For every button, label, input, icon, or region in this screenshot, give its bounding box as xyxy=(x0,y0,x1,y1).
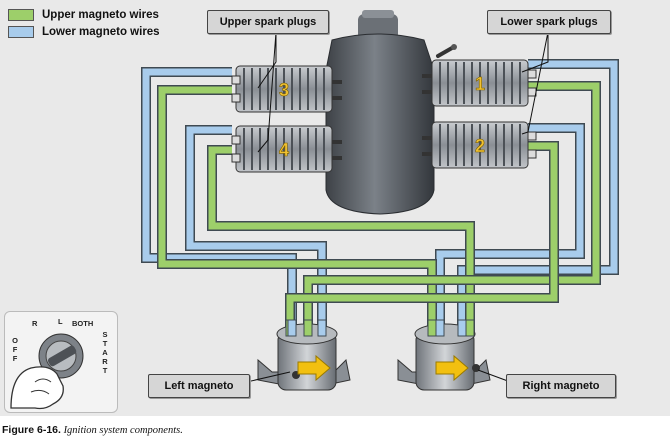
leader-lines xyxy=(237,31,549,385)
cylinder-1-number: 1 xyxy=(475,74,485,94)
caption-text: Ignition system components. xyxy=(63,425,183,436)
upper-wire-cyl4 xyxy=(208,146,474,335)
spark-plug-icon xyxy=(527,87,537,97)
switch-label-off: O F F xyxy=(11,336,19,363)
left-magneto-label: Left magneto xyxy=(148,374,250,398)
ignition-diagram: 3 4 1 2 xyxy=(141,10,619,391)
ignition-switch-panel: O F F R L BOTH S T A R T xyxy=(4,311,118,413)
switch-start-letter: A xyxy=(102,348,108,357)
spark-plug-icon xyxy=(527,69,537,79)
right-magneto-body xyxy=(397,323,491,391)
upper-wire-cyl3 xyxy=(158,86,436,335)
spark-plug-icon xyxy=(527,131,537,141)
spark-plug-icon xyxy=(231,135,241,145)
left-magneto-arrow xyxy=(297,354,331,382)
switch-label-start: S T A R T xyxy=(101,330,109,375)
caption-number: Figure 6-16. xyxy=(2,424,61,436)
figure-caption: Figure 6-16. Ignition system components. xyxy=(2,424,183,436)
cylinder-1: 1 xyxy=(422,59,537,107)
cylinder-2: 2 xyxy=(422,121,537,169)
switch-start-letter: R xyxy=(102,357,108,366)
engine-cylinders: 3 4 1 2 xyxy=(231,59,537,173)
legend-item-upper: Upper magneto wires xyxy=(8,6,160,23)
cylinder-2-number: 2 xyxy=(475,136,485,156)
legend-item-lower: Lower magneto wires xyxy=(8,23,160,40)
lower-wire-cyl1 xyxy=(458,60,618,335)
spark-plug-icon xyxy=(527,149,537,159)
switch-label-l: L xyxy=(58,317,63,326)
switch-start-letter: S xyxy=(102,330,108,339)
ignition-switch-illustration xyxy=(10,333,84,410)
upper-magneto-wires xyxy=(157,81,601,335)
legend-swatch-upper xyxy=(8,8,34,21)
upper-wire-cyl2 xyxy=(286,142,558,335)
magneto-wire-terminals xyxy=(285,319,475,337)
right-magneto-arrow xyxy=(435,354,469,382)
engine-crankcase xyxy=(325,10,457,215)
switch-off-letter: O xyxy=(12,336,18,345)
upper-spark-plugs-label: Upper spark plugs xyxy=(207,10,329,34)
switch-label-both: BOTH xyxy=(72,319,94,328)
legend-label-upper: Upper magneto wires xyxy=(42,8,159,21)
switch-label-r: R xyxy=(32,319,38,328)
cylinder-3: 3 xyxy=(231,65,342,113)
lower-wire-cyl3 xyxy=(142,68,296,335)
switch-start-letter: T xyxy=(102,339,108,348)
spark-plug-icon xyxy=(231,153,241,163)
lower-spark-plugs-label: Lower spark plugs xyxy=(487,10,611,34)
cylinder-3-number: 3 xyxy=(279,80,289,100)
spark-plug-icon xyxy=(231,75,241,85)
cylinder-4: 4 xyxy=(231,125,342,173)
diagram-stage: 3 4 1 2 xyxy=(0,0,670,416)
left-magneto-body xyxy=(257,323,351,391)
cylinder-4-number: 4 xyxy=(279,140,289,160)
switch-start-letter: T xyxy=(102,366,108,375)
legend: Upper magneto wires Lower magneto wires xyxy=(8,6,160,40)
spark-plug-icon xyxy=(231,93,241,103)
legend-label-lower: Lower magneto wires xyxy=(42,25,160,38)
right-magneto-label: Right magneto xyxy=(506,374,616,398)
legend-swatch-lower xyxy=(8,25,34,38)
switch-off-letter: F xyxy=(12,354,18,363)
switch-off-letter: F xyxy=(12,345,18,354)
